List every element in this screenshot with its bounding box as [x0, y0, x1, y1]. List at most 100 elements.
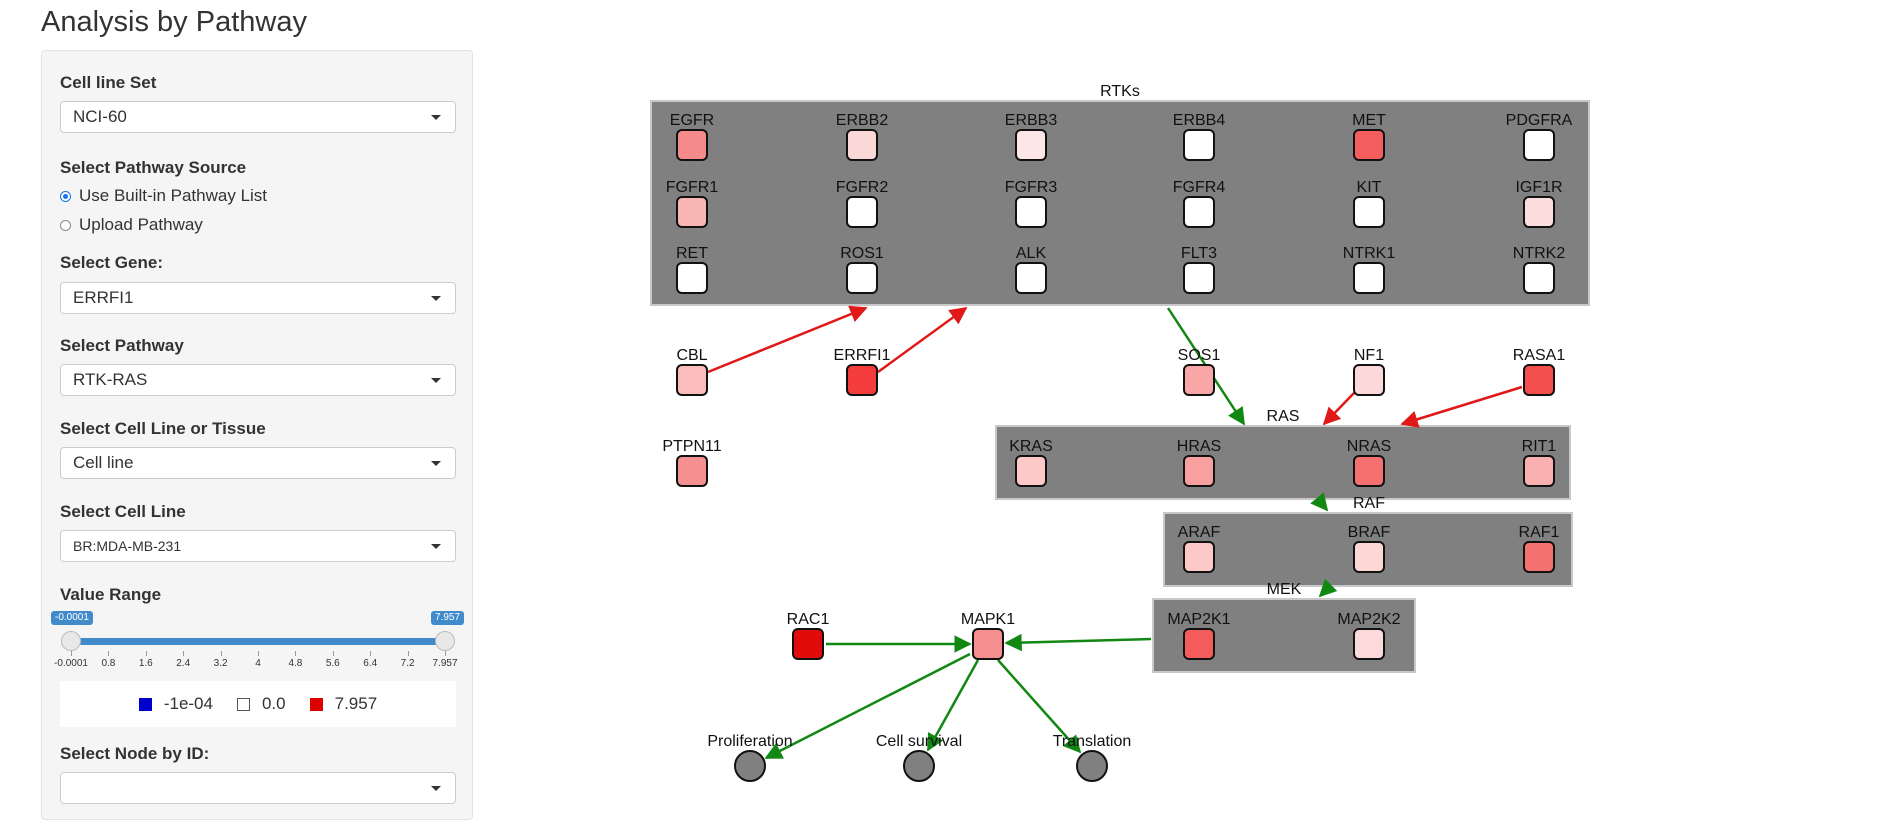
node-box[interactable] — [1523, 196, 1555, 228]
node-box[interactable] — [1353, 455, 1385, 487]
edge-mapk1-to-proliferation[interactable] — [764, 652, 971, 760]
group-box-rtks[interactable] — [650, 100, 1590, 306]
node-box[interactable] — [846, 262, 878, 294]
pathway-select[interactable]: RTK-RAS — [60, 364, 456, 396]
node-cbl[interactable]: CBL — [676, 347, 708, 396]
node-box[interactable] — [846, 196, 878, 228]
node-alk[interactable]: ALK — [1015, 245, 1047, 294]
node-braf[interactable]: BRAF — [1348, 524, 1391, 573]
node-flt3[interactable]: FLT3 — [1181, 245, 1217, 294]
node-rac1[interactable]: RAC1 — [787, 611, 830, 660]
node-erbb4[interactable]: ERBB4 — [1173, 112, 1226, 161]
node-box[interactable] — [846, 129, 878, 161]
node-box[interactable] — [676, 196, 708, 228]
node-translation[interactable]: Translation — [1053, 733, 1132, 782]
node-circle[interactable] — [1076, 750, 1108, 782]
node-araf[interactable]: ARAF — [1178, 524, 1221, 573]
node-box[interactable] — [1183, 628, 1215, 660]
node-ros1[interactable]: ROS1 — [840, 245, 884, 294]
node-box[interactable] — [1523, 129, 1555, 161]
node-sos1[interactable]: SOS1 — [1178, 347, 1221, 396]
node-circle[interactable] — [903, 750, 935, 782]
node-by-id-select[interactable] — [60, 772, 456, 804]
node-nf1[interactable]: NF1 — [1353, 347, 1385, 396]
node-circle[interactable] — [734, 750, 766, 782]
node-kit[interactable]: KIT — [1353, 179, 1385, 228]
node-erbb3[interactable]: ERBB3 — [1005, 112, 1058, 161]
cell-line-set-select[interactable]: NCI-60 — [60, 101, 456, 133]
node-ntrk2[interactable]: NTRK2 — [1513, 245, 1566, 294]
radio-checked-icon[interactable] — [60, 190, 71, 202]
node-raf1[interactable]: RAF1 — [1519, 524, 1560, 573]
edge-raf-to-mek[interactable] — [1318, 578, 1338, 598]
node-egfr[interactable]: EGFR — [670, 112, 714, 161]
node-box[interactable] — [1183, 196, 1215, 228]
node-fgfr2[interactable]: FGFR2 — [836, 179, 889, 228]
node-box[interactable] — [676, 364, 708, 396]
node-box[interactable] — [1353, 628, 1385, 660]
value-range-slider-track[interactable] — [71, 638, 445, 645]
edge-ras-to-raf[interactable] — [1310, 492, 1329, 512]
node-box[interactable] — [1353, 196, 1385, 228]
node-box[interactable] — [1183, 262, 1215, 294]
edge-mapk1-to-cellsurvival[interactable] — [926, 659, 980, 752]
node-box[interactable] — [1015, 455, 1047, 487]
node-box[interactable] — [1353, 364, 1385, 396]
node-map2k2[interactable]: MAP2K2 — [1337, 611, 1401, 660]
edge-mek-to-mapk1[interactable] — [1004, 633, 1152, 652]
node-fgfr4[interactable]: FGFR4 — [1173, 179, 1226, 228]
node-rit1[interactable]: RIT1 — [1522, 438, 1557, 487]
node-nras[interactable]: NRAS — [1347, 438, 1391, 487]
node-fgfr1[interactable]: FGFR1 — [666, 179, 719, 228]
node-ret[interactable]: RET — [676, 245, 708, 294]
group-box-ras[interactable] — [995, 425, 1571, 500]
node-hras[interactable]: HRAS — [1177, 438, 1221, 487]
node-rasa1[interactable]: RASA1 — [1513, 347, 1566, 396]
node-box[interactable] — [676, 455, 708, 487]
node-box[interactable] — [1183, 129, 1215, 161]
node-proliferation[interactable]: Proliferation — [707, 733, 793, 782]
node-box[interactable] — [846, 364, 878, 396]
radio-builtin-pathway[interactable]: Use Built-in Pathway List — [60, 186, 267, 206]
radio-upload-pathway[interactable]: Upload Pathway — [60, 215, 203, 235]
node-map2k1[interactable]: MAP2K1 — [1167, 611, 1231, 660]
node-erbb2[interactable]: ERBB2 — [836, 112, 889, 161]
node-ntrk1[interactable]: NTRK1 — [1343, 245, 1396, 294]
node-box[interactable] — [1015, 196, 1047, 228]
node-box[interactable] — [1523, 541, 1555, 573]
radio-unchecked-icon[interactable] — [60, 219, 71, 231]
value-range-min-handle[interactable] — [61, 631, 81, 651]
edge-rasa1-to-ras[interactable] — [1400, 385, 1523, 428]
node-kras[interactable]: KRAS — [1009, 438, 1053, 487]
node-box[interactable] — [1183, 364, 1215, 396]
gene-select[interactable]: ERRFI1 — [60, 282, 456, 314]
node-mapk1[interactable]: MAPK1 — [961, 611, 1015, 660]
node-ptpn11[interactable]: PTPN11 — [662, 438, 722, 487]
node-box[interactable] — [1523, 455, 1555, 487]
node-box[interactable] — [676, 262, 708, 294]
edge-mapk1-to-translation[interactable] — [997, 659, 1082, 754]
node-errfi1[interactable]: ERRFI1 — [834, 347, 891, 396]
node-box[interactable] — [792, 628, 824, 660]
node-igf1r[interactable]: IGF1R — [1515, 179, 1563, 228]
node-box[interactable] — [1523, 364, 1555, 396]
node-met[interactable]: MET — [1352, 112, 1386, 161]
cell-line-select[interactable]: BR:MDA-MB-231 — [60, 530, 456, 562]
node-box[interactable] — [972, 628, 1004, 660]
node-box[interactable] — [1015, 262, 1047, 294]
node-pdgfra[interactable]: PDGFRA — [1506, 112, 1573, 161]
node-cellsurvival[interactable]: Cell survival — [876, 733, 962, 782]
value-range-max-handle[interactable] — [435, 631, 455, 651]
node-box[interactable] — [1183, 541, 1215, 573]
node-box[interactable] — [1015, 129, 1047, 161]
edge-nf1-to-ras[interactable] — [1322, 392, 1355, 426]
node-box[interactable] — [1353, 129, 1385, 161]
edge-errfi1-to-rtks[interactable] — [877, 306, 968, 374]
node-box[interactable] — [676, 129, 708, 161]
edge-cbl-to-rtks[interactable] — [707, 305, 868, 374]
node-box[interactable] — [1523, 262, 1555, 294]
node-fgfr3[interactable]: FGFR3 — [1005, 179, 1058, 228]
cell-line-or-tissue-select[interactable]: Cell line — [60, 447, 456, 479]
node-box[interactable] — [1353, 262, 1385, 294]
